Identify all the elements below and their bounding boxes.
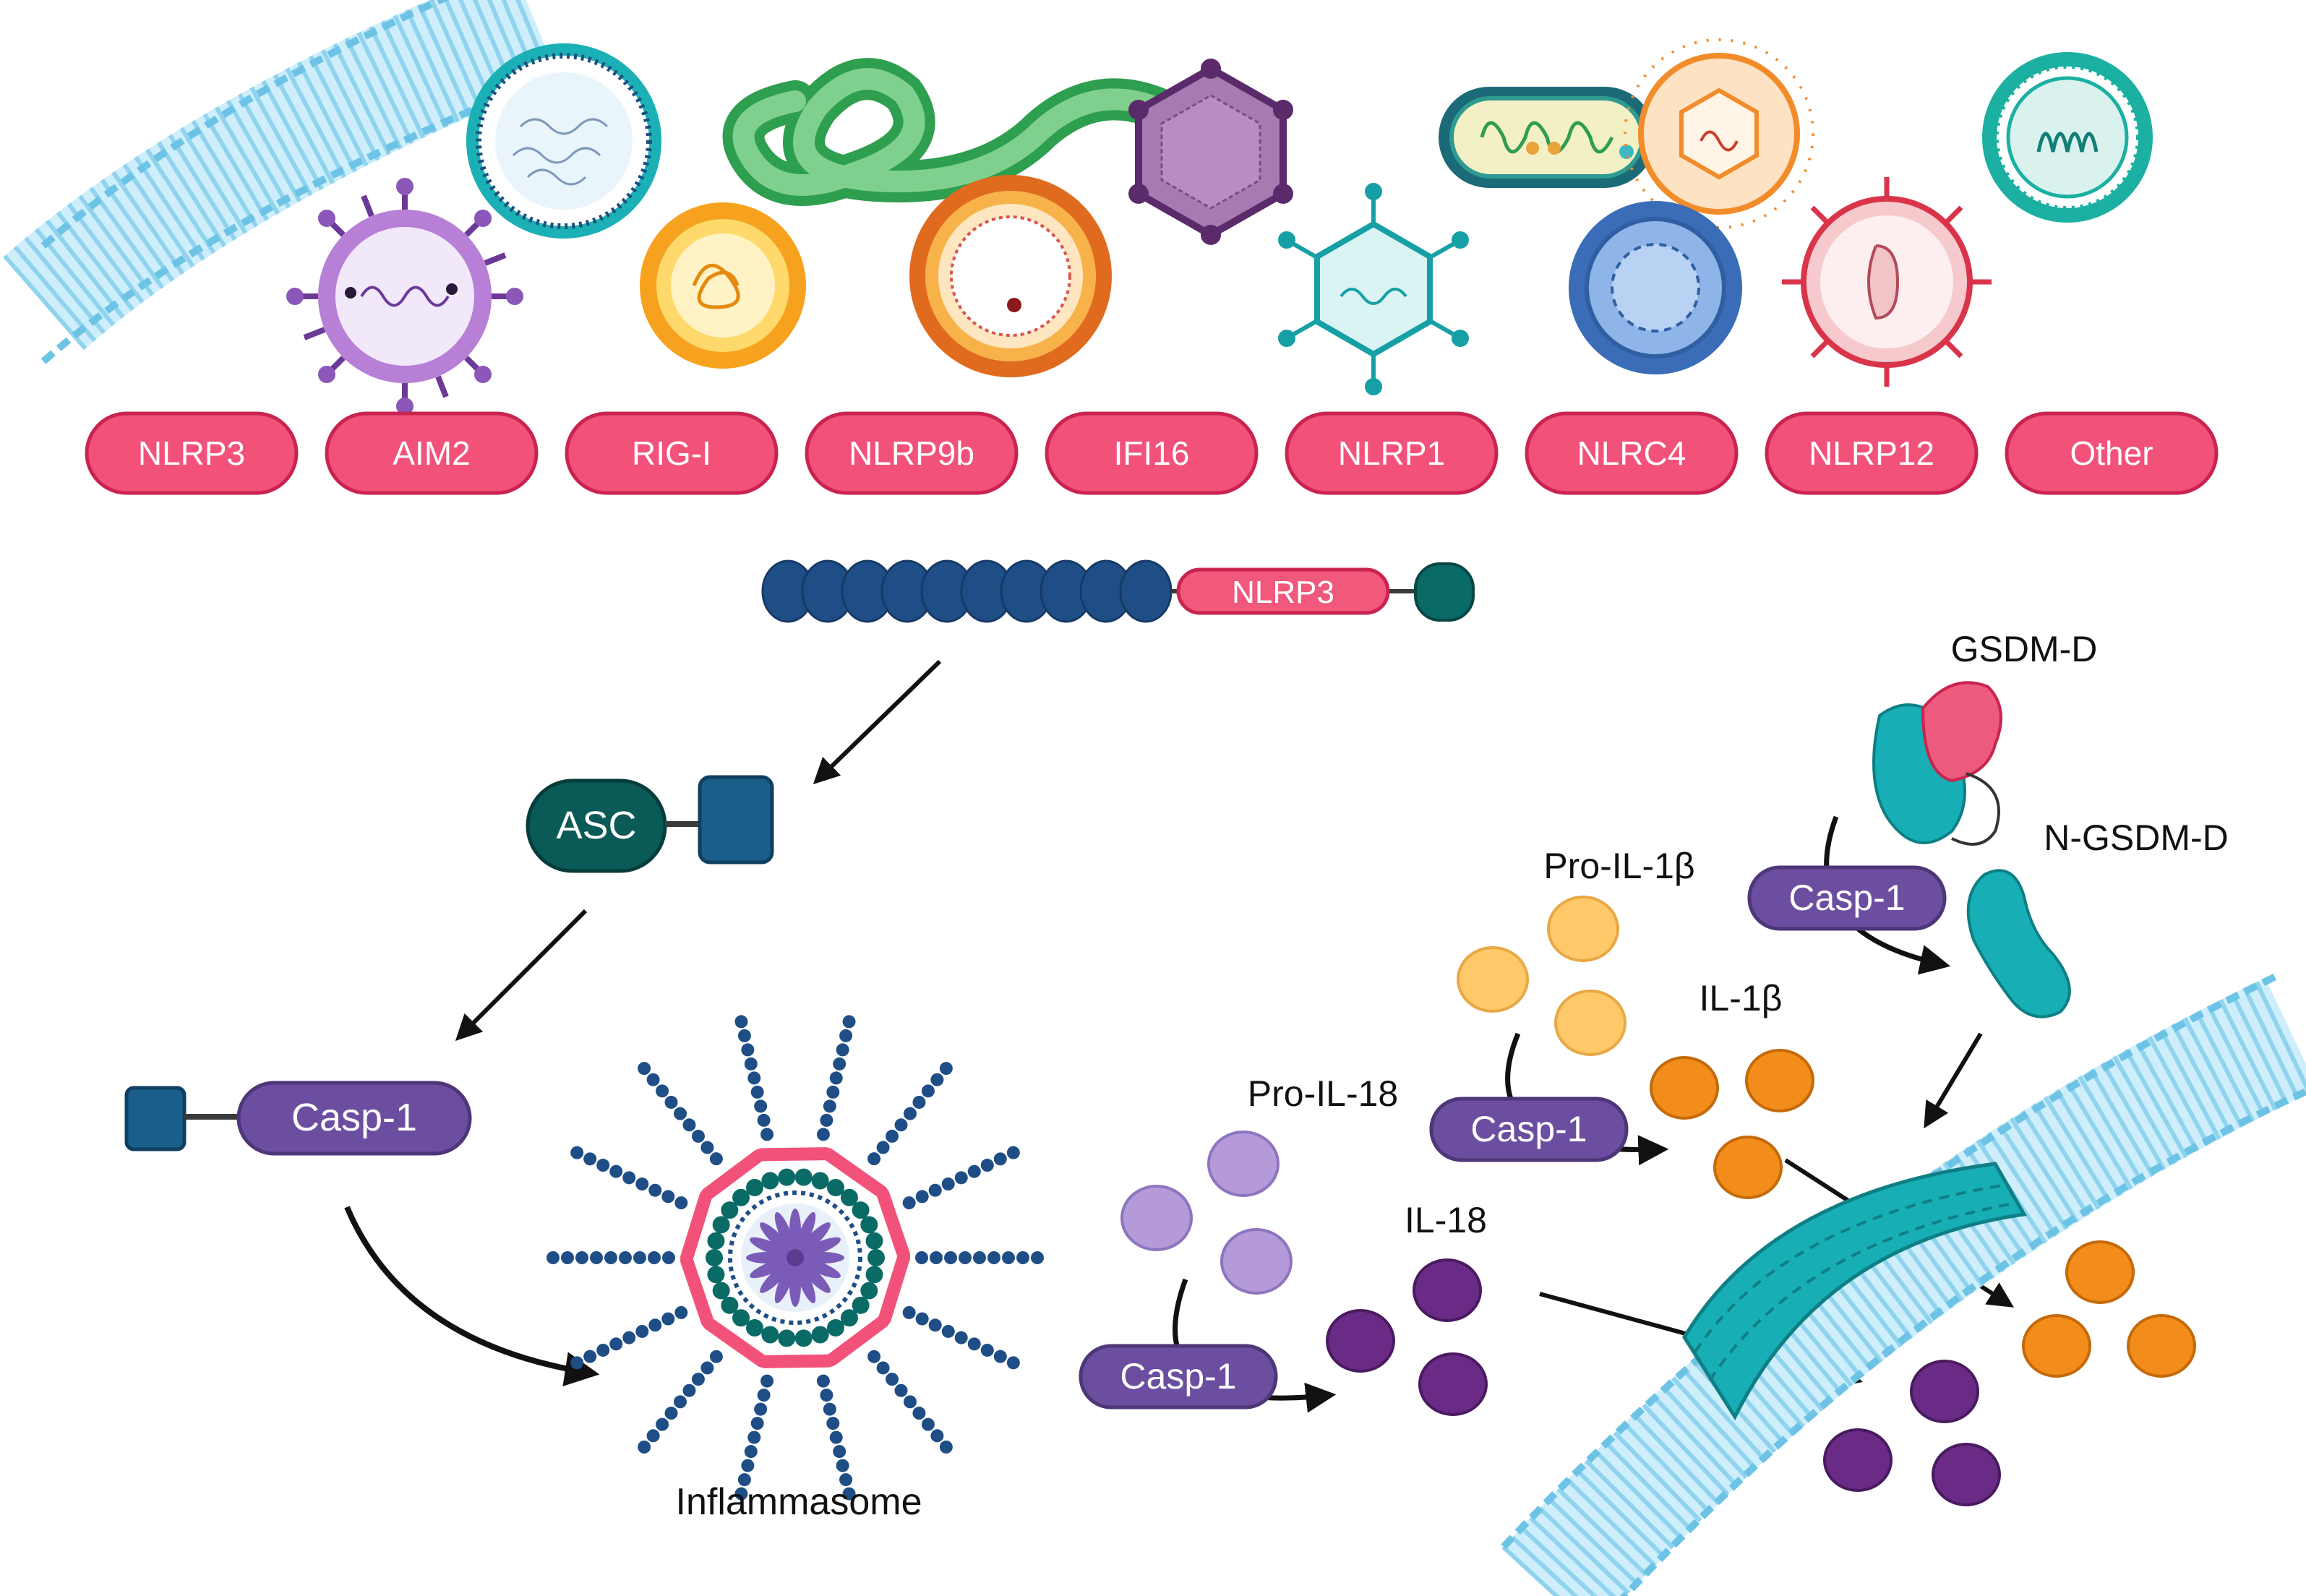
casp1-gsdmd-label: Casp-1 xyxy=(1788,878,1905,918)
gsdmd-protein-icon xyxy=(1872,681,2002,846)
sensor-pill-rig-i: RIG-I xyxy=(565,411,779,495)
hepatitis-virus-icon xyxy=(1624,38,1814,229)
nlrp3-protein-icon: NLRP3 xyxy=(761,559,1475,623)
n-gsdmd-label: N-GSDM-D xyxy=(2044,818,2229,858)
sensor-label-nlrp1: NLRP1 xyxy=(1338,434,1445,472)
sensor-row: NLRP3 AIM2 RIG-I NLRP9b IFI16 NLRP1 NLRC4 NLRP1… xyxy=(85,411,2219,495)
membrane-bottom-right-icon xyxy=(1501,972,2306,1596)
influenza-virus-icon xyxy=(286,178,523,415)
sensor-label-rig-i: RIG-I xyxy=(632,434,711,472)
asc-protein-icon: ASC xyxy=(526,775,774,873)
casp1-main-label: Casp-1 xyxy=(291,1096,417,1139)
arrow-ngsdmd-to-pore xyxy=(1924,1032,1983,1129)
inflammasome-label: Inflammasome xyxy=(676,1481,922,1523)
sensor-pill-ifi16: IFI16 xyxy=(1045,411,1259,495)
casp1-gsdmd-icon: Casp-1 xyxy=(1747,865,1947,931)
arrow-casp1-to-inflammasome xyxy=(344,1206,600,1386)
sensor-label-other: Other xyxy=(2070,434,2153,472)
casp1-il1b-icon: Casp-1 xyxy=(1429,1097,1629,1162)
gasdermin-pore-icon xyxy=(1682,1162,2027,1421)
sensor-label-aim2: AIM2 xyxy=(393,434,470,472)
polyhedral-virus-icon xyxy=(1128,59,1293,245)
sensor-pill-other: Other xyxy=(2005,411,2219,495)
sensor-pill-nlrp12: NLRP12 xyxy=(1765,411,1979,495)
sensor-pill-nlrp1: NLRP1 xyxy=(1285,411,1499,495)
sensor-label-nlrp9b: NLRP9b xyxy=(849,434,974,472)
il1b-molecules xyxy=(1650,1049,2196,1378)
pro-il1b-label: Pro-IL-1β xyxy=(1543,846,1694,886)
adenovirus-icon xyxy=(1278,183,1469,395)
pro-il1b-molecules xyxy=(1457,896,1626,1056)
rotavirus-orange-icon xyxy=(640,202,806,369)
arrow-nlrp3-to-asc xyxy=(813,659,942,785)
sensor-pill-nlrp9b: NLRP9b xyxy=(805,411,1019,495)
membrane-top-left-icon xyxy=(0,0,565,364)
sensor-label-nlrp12: NLRP12 xyxy=(1809,434,1934,472)
il1b-label: IL-1β xyxy=(1700,978,1783,1018)
nlrp3-protein-label: NLRP3 xyxy=(1232,575,1334,610)
sensor-label-nlrp3: NLRP3 xyxy=(138,434,245,472)
n-gsdmd-icon xyxy=(1966,869,2071,1018)
hiv-virus-icon xyxy=(1782,177,1992,387)
rotavirus-icon xyxy=(909,175,1112,377)
gsdmd-label: GSDM-D xyxy=(1951,629,2098,669)
arrow-asc-to-casp1 xyxy=(455,909,588,1042)
sensor-label-nlrc4: NLRC4 xyxy=(1577,434,1686,472)
herpes-virus-icon xyxy=(466,43,661,239)
inflammasome-icon xyxy=(547,1015,1044,1501)
il18-molecules xyxy=(1326,1258,2001,1506)
casp1-il1b-label: Casp-1 xyxy=(1470,1109,1587,1149)
pro-il18-label: Pro-IL-18 xyxy=(1248,1073,1398,1114)
casp1-il18-icon: Casp-1 xyxy=(1079,1344,1278,1410)
sensor-pill-nlrp3: NLRP3 xyxy=(85,411,299,495)
rotavirus-blue-icon xyxy=(1569,201,1742,374)
casp1-protein-icon: Casp-1 xyxy=(124,1081,472,1156)
sensor-label-ifi16: IFI16 xyxy=(1114,434,1190,472)
sensor-pill-aim2: AIM2 xyxy=(325,411,539,495)
ebola-virus-icon xyxy=(722,58,1206,206)
asc-label: ASC xyxy=(556,804,636,847)
pro-il18-molecules xyxy=(1120,1130,1293,1295)
il18-label: IL-18 xyxy=(1405,1200,1487,1240)
bacterium-icon xyxy=(1439,87,1655,188)
measles-virus-icon xyxy=(1982,52,2153,223)
sensor-pill-nlrc4: NLRC4 xyxy=(1525,411,1739,495)
casp1-il18-label: Casp-1 xyxy=(1120,1356,1236,1396)
